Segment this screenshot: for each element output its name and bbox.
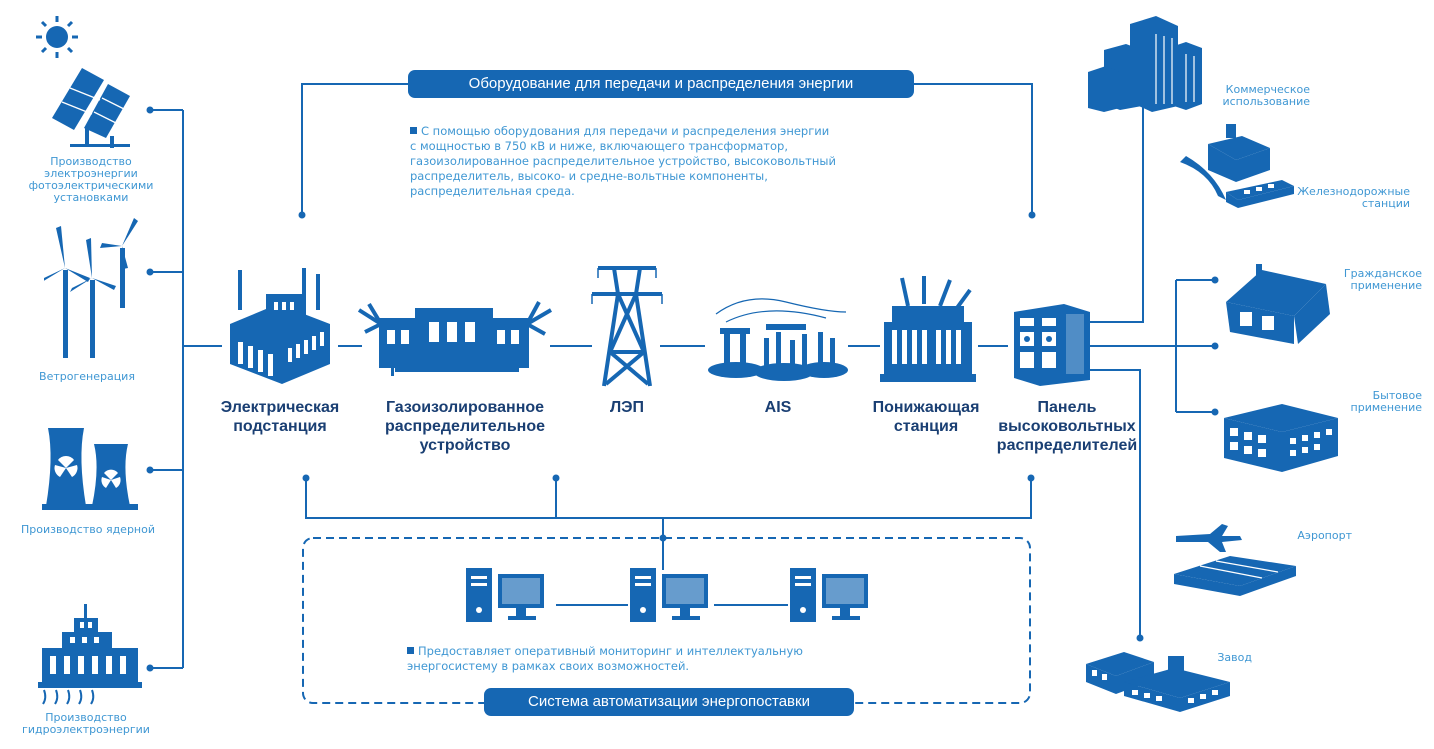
chain-label-step-down: Понижающая станция	[848, 398, 1004, 436]
label-line: электроэнергии	[44, 167, 138, 180]
label-line: применение	[1350, 279, 1422, 292]
description-line: Предоставляет оперативный мониторинг и и…	[407, 644, 927, 659]
top-description: С помощью оборудования для передачи и ра…	[410, 124, 970, 199]
label-line: распределительное	[384, 418, 546, 435]
wind-turbine-icon	[44, 218, 138, 358]
label-line: Ветрогенерация	[39, 370, 135, 383]
consumer-label-railway: Железнодорожные станции	[1270, 186, 1410, 210]
label-line: Производство	[45, 711, 127, 724]
substation-icon	[230, 268, 330, 384]
bullet-icon	[407, 647, 414, 654]
top-section-title: Оборудование для передачи и распределени…	[408, 70, 914, 98]
computer-icon	[790, 568, 868, 622]
chain-label-hv-panel: Панель высоковольтных распределителей	[992, 398, 1142, 455]
description-line: газоизолированное распределительное устр…	[410, 154, 836, 168]
description-text: С помощью оборудования для передачи и ра…	[421, 124, 830, 138]
description-line: энергосистему в рамках своих возможносте…	[407, 659, 690, 673]
train-station-icon	[1180, 124, 1294, 208]
description-text: Предоставляет оперативный мониторинг и и…	[418, 644, 803, 658]
chain-label-power-line: ЛЭП	[577, 398, 677, 417]
bottom-section-title: Система автоматизации энергопоставки	[484, 688, 854, 716]
consumer-label-household: Бытовое применение	[1290, 390, 1422, 414]
label-line: станции	[1361, 197, 1410, 210]
description-line: распределительная среда.	[410, 184, 575, 198]
gis-icon	[357, 301, 553, 376]
consumer-label-commercial: Коммерческое использование	[1180, 84, 1310, 108]
chain-label-substation: Электрическая подстанция	[205, 398, 355, 436]
label-line: AIS	[764, 399, 792, 416]
description-line: с мощностью в 750 кВ и ниже, включающего…	[410, 139, 788, 153]
label-line: применение	[1350, 401, 1422, 414]
source-label-solar: Производство электроэнергии фотоэлектрич…	[6, 156, 176, 204]
source-label-wind: Ветрогенерация	[12, 371, 162, 383]
label-line: фотоэлектрическими	[28, 179, 154, 192]
chain-label-ais: AIS	[728, 398, 828, 417]
power-tower-icon	[591, 266, 663, 387]
label-line: Бытовое	[1372, 389, 1422, 402]
label-line: Производство	[50, 155, 132, 168]
hv-panel-icon	[1014, 304, 1090, 386]
label-line: Завод	[1217, 651, 1252, 664]
nuclear-plant-icon	[42, 428, 138, 510]
transformer-icon	[880, 276, 976, 382]
label-line: установками	[53, 191, 129, 204]
label-line: Гражданское	[1343, 267, 1422, 280]
label-line: станция	[893, 418, 959, 435]
label-line: использование	[1222, 95, 1310, 108]
source-label-hydro: Производство гидроэлектроэнергии	[6, 712, 166, 736]
bullet-icon	[410, 127, 417, 134]
description-line: распределитель, высоко- и средне-вольтны…	[410, 169, 768, 183]
label-line: высоковольтных	[998, 418, 1136, 435]
office-buildings-icon	[1088, 16, 1202, 112]
label-line: гидроэлектроэнергии	[22, 723, 150, 736]
label-line: распределителей	[996, 437, 1138, 454]
label-line: ЛЭП	[609, 399, 645, 416]
label-line: Коммерческое	[1225, 83, 1310, 96]
ais-icon	[708, 298, 848, 381]
label-line: устройство	[419, 437, 511, 454]
label-line: Аэропорт	[1297, 529, 1352, 542]
label-line: подстанция	[233, 418, 327, 435]
consumer-label-civil-text: Гражданское применение	[1280, 268, 1422, 292]
consumer-label-factory: Завод	[1160, 652, 1252, 664]
apartment-icon	[1224, 404, 1338, 472]
computer-icon	[630, 568, 708, 622]
label-line: Производство ядерной	[20, 523, 155, 536]
consumer-label-airport: Аэропорт	[1240, 530, 1352, 542]
bottom-description: Предоставляет оперативный мониторинг и и…	[407, 644, 927, 674]
label-line: Понижающая	[872, 399, 980, 416]
house-icon	[1226, 264, 1330, 344]
description-line: С помощью оборудования для передачи и ра…	[410, 124, 970, 139]
source-label-nuclear: Производство ядерной	[0, 524, 176, 536]
label-line: Панель	[1037, 399, 1097, 416]
solar-panel-icon	[36, 16, 130, 148]
computer-icon	[466, 568, 544, 622]
factory-icon	[1086, 652, 1230, 712]
label-line: Газоизолированное	[385, 399, 545, 416]
label-line: Железнодорожные	[1297, 185, 1410, 198]
hydro-plant-icon	[38, 604, 142, 705]
label-line: Электрическая	[220, 399, 340, 416]
chain-label-gis: Газоизолированное распределительное устр…	[365, 398, 565, 455]
airport-icon	[1174, 524, 1296, 596]
